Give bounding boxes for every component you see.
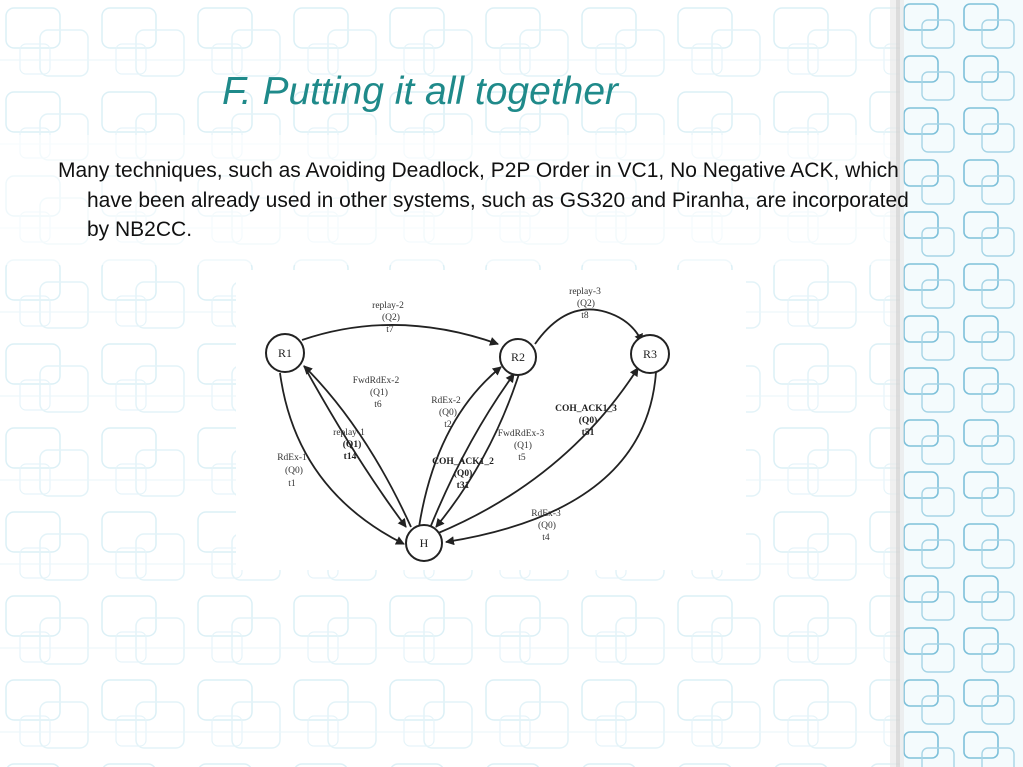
node-h-label: H xyxy=(420,536,429,550)
node-r3: R3 xyxy=(630,334,670,374)
svg-text:FwdRdEx-2: FwdRdEx-2 xyxy=(353,376,400,386)
label-fwdrdex-3: FwdRdEx-3 (Q1) t5 xyxy=(498,429,545,463)
node-r3-label: R3 xyxy=(643,347,657,361)
svg-text:t8: t8 xyxy=(581,311,589,321)
svg-text:t2: t2 xyxy=(444,420,452,430)
svg-text:replay-1: replay-1 xyxy=(333,428,365,438)
svg-text:RdEx-2: RdEx-2 xyxy=(431,396,461,406)
label-replay-3: replay-3 (Q2) t8 xyxy=(569,287,601,321)
node-h: H xyxy=(405,524,443,562)
svg-text:(Q0): (Q0) xyxy=(579,415,597,426)
svg-text:t7: t7 xyxy=(386,325,394,335)
svg-text:t6: t6 xyxy=(374,400,382,410)
svg-text:t51: t51 xyxy=(582,428,595,438)
label-fwdrdex-2: FwdRdEx-2 (Q1) t6 xyxy=(353,376,400,410)
edge-rdex-1 xyxy=(279,372,405,545)
svg-text:(Q1): (Q1) xyxy=(370,387,388,398)
svg-text:FwdRdEx-3: FwdRdEx-3 xyxy=(498,429,545,439)
label-coh-ack1-2: COH_ACK1_2 (Q0) t31 xyxy=(432,457,494,491)
svg-text:t14: t14 xyxy=(344,452,357,462)
svg-text:(Q2): (Q2) xyxy=(382,312,400,323)
node-r2-label: R2 xyxy=(511,350,525,364)
svg-text:t31: t31 xyxy=(457,481,470,491)
label-rdex-2: RdEx-2 (Q0) t2 xyxy=(431,396,461,430)
edge-coh-ack1-3 xyxy=(435,367,639,535)
node-r1-label: R1 xyxy=(278,346,292,360)
slide-title: F. Putting it all together xyxy=(222,70,619,113)
svg-text:(Q0): (Q0) xyxy=(454,468,472,479)
svg-text:(Q0): (Q0) xyxy=(285,465,303,476)
svg-text:replay-2: replay-2 xyxy=(372,301,404,311)
edge-fwdrdex-2 xyxy=(303,365,412,528)
svg-text:(Q1): (Q1) xyxy=(514,440,532,451)
svg-text:t5: t5 xyxy=(518,453,526,463)
svg-text:COH_ACK1_3: COH_ACK1_3 xyxy=(555,404,617,414)
node-r2: R2 xyxy=(499,338,537,376)
edge-rdex-2 xyxy=(418,366,502,528)
edge-replay-3 xyxy=(534,308,643,345)
label-replay-1: replay-1 (Q1) t14 xyxy=(333,428,365,462)
state-diagram: R1 R2 R3 H replay-2 (Q2) t7 replay-3 (Q2… xyxy=(236,270,746,570)
svg-text:(Q0): (Q0) xyxy=(538,520,556,531)
svg-text:t4: t4 xyxy=(542,533,550,543)
label-coh-ack1-3: COH_ACK1_3 (Q0) t51 xyxy=(555,404,617,438)
label-rdex-1: RdEx-1 (Q0) t1 xyxy=(277,453,307,489)
svg-text:COH_ACK1_2: COH_ACK1_2 xyxy=(432,457,494,467)
edge-replay-2 xyxy=(301,324,499,346)
edge-fwdrdex-3 xyxy=(435,373,520,528)
svg-text:(Q1): (Q1) xyxy=(343,439,361,450)
svg-text:replay-3: replay-3 xyxy=(569,287,601,297)
svg-text:RdEx-1: RdEx-1 xyxy=(277,453,307,463)
svg-text:(Q2): (Q2) xyxy=(577,298,595,309)
edge-coh-ack1-2 xyxy=(429,373,515,529)
label-replay-2: replay-2 (Q2) t7 xyxy=(372,301,404,335)
label-rdex-3: RdEx-3 (Q0) t4 xyxy=(531,509,561,543)
edge-replay-1 xyxy=(303,365,407,528)
svg-text:(Q0): (Q0) xyxy=(439,407,457,418)
body-text: Many techniques, such as Avoiding Deadlo… xyxy=(58,159,909,241)
edge-rdex-3 xyxy=(445,371,657,546)
svg-text:RdEx-3: RdEx-3 xyxy=(531,509,561,519)
node-r1: R1 xyxy=(265,333,305,373)
svg-text:t1: t1 xyxy=(288,479,296,489)
